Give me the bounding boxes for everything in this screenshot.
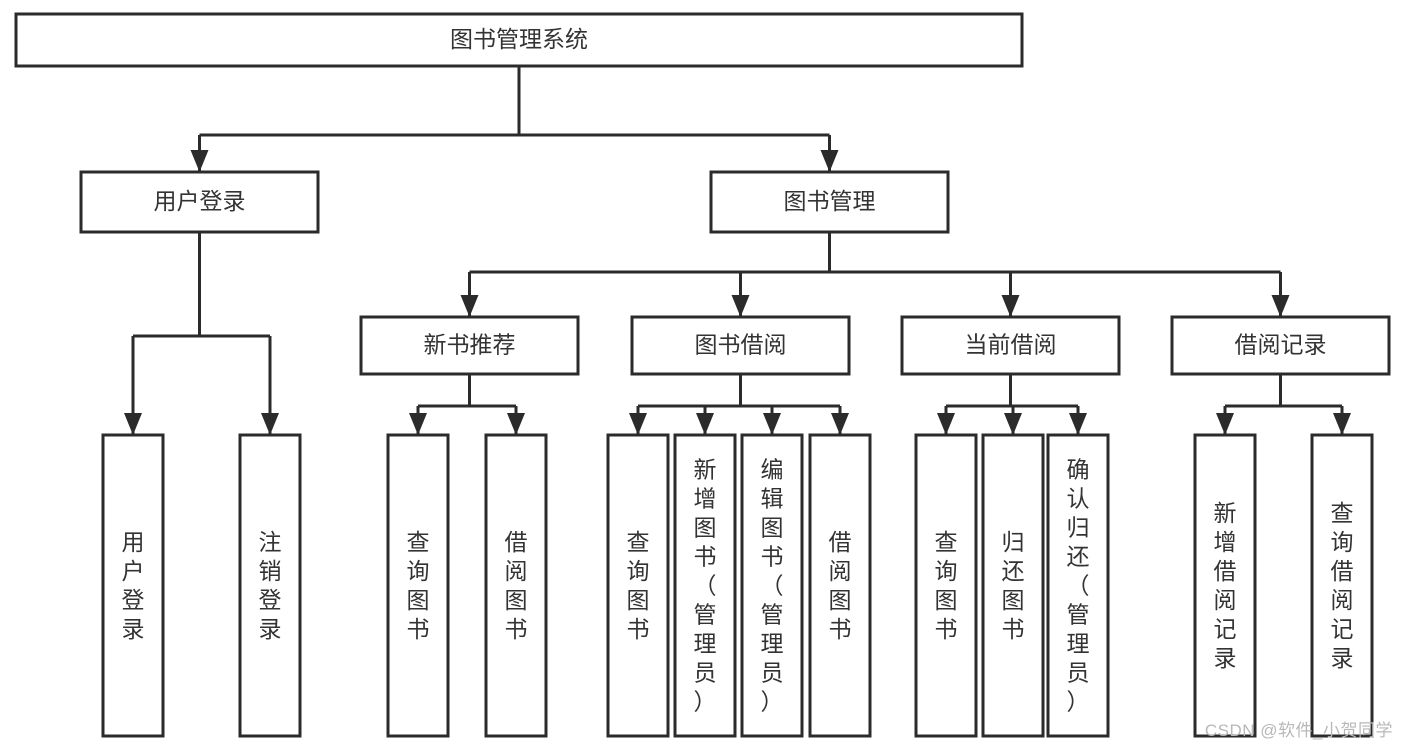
- node-label-lf-3: 借阅图书: [505, 529, 528, 642]
- node-label-l1-0: 用户登录: [154, 188, 246, 214]
- arrow-head-icon-lf-1: [261, 413, 279, 435]
- node-box-lf-11: [1193, 433, 1257, 738]
- node-lf-12[interactable]: 查询借阅记录: [1310, 433, 1374, 738]
- node-box-lf-7: [808, 433, 872, 738]
- arrow-head-icon-lf-3: [507, 413, 525, 435]
- node-root[interactable]: 图书管理系统: [14, 12, 1024, 68]
- arrow-head-icon-lf-7: [831, 413, 849, 435]
- connectors-layer: [124, 66, 1351, 435]
- node-box-lf-12: [1310, 433, 1374, 738]
- arrow-head-icon-l2-0: [460, 295, 479, 317]
- node-label-root: 图书管理系统: [450, 26, 588, 52]
- csdn-watermark: CSDN @软件_小贺同学: [1204, 721, 1393, 740]
- node-lf-9[interactable]: 归还图书: [981, 433, 1045, 738]
- node-label-l2-1: 图书借阅: [695, 332, 787, 358]
- node-box-l1-1: [709, 170, 950, 234]
- node-box-lf-2: [386, 433, 450, 738]
- node-label-lf-9: 归还图书: [1002, 529, 1025, 642]
- node-lf-1[interactable]: 注销登录: [238, 433, 302, 738]
- node-lf-10[interactable]: 确认归还（管理员）: [1046, 433, 1110, 738]
- node-l2-3[interactable]: 借阅记录: [1170, 315, 1391, 376]
- node-box-lf-1: [238, 433, 302, 738]
- node-label-lf-2: 查询图书: [407, 529, 430, 642]
- node-lf-8[interactable]: 查询图书: [914, 433, 978, 738]
- node-box-lf-6: [740, 433, 804, 738]
- arrow-head-icon-l2-3: [1271, 295, 1290, 317]
- node-lf-6[interactable]: 编辑图书（管理员）: [740, 433, 804, 738]
- node-label-lf-6: 编辑图书（管理员）: [761, 457, 784, 715]
- arrow-head-icon-lf-6: [763, 413, 781, 435]
- node-label-lf-12: 查询借阅记录: [1331, 500, 1354, 671]
- node-box-lf-8: [914, 433, 978, 738]
- node-lf-5[interactable]: 新增图书（管理员）: [673, 433, 737, 738]
- node-box-l1-0: [79, 170, 320, 234]
- node-label-lf-5: 新增图书（管理员）: [694, 457, 717, 715]
- arrow-head-icon-lf-5: [696, 413, 714, 435]
- nodes-layer: 图书管理系统用户登录图书管理新书推荐图书借阅当前借阅借阅记录用户登录注销登录查询…: [14, 12, 1391, 738]
- node-box-lf-4: [606, 433, 670, 738]
- node-label-l2-3: 借阅记录: [1235, 332, 1327, 358]
- node-label-lf-4: 查询图书: [627, 529, 650, 642]
- arrow-head-icon-lf-4: [629, 413, 647, 435]
- arrow-head-icon-lf-0: [124, 413, 142, 435]
- node-box-lf-9: [981, 433, 1045, 738]
- arrow-head-icon-lf-8: [937, 413, 955, 435]
- arrow-head-icon-lf-10: [1069, 413, 1087, 435]
- arrow-head-icon-lf-2: [409, 413, 427, 435]
- node-l2-2[interactable]: 当前借阅: [900, 315, 1121, 376]
- node-label-l2-2: 当前借阅: [965, 332, 1057, 358]
- node-box-lf-3: [484, 433, 548, 738]
- node-label-l1-1: 图书管理: [784, 188, 876, 214]
- node-box-l2-2: [900, 315, 1121, 376]
- arrow-head-icon-lf-12: [1333, 413, 1351, 435]
- node-l1-1[interactable]: 图书管理: [709, 170, 950, 234]
- node-box-lf-5: [673, 433, 737, 738]
- arrow-head-icon-lf-11: [1216, 413, 1234, 435]
- node-box-root: [14, 12, 1024, 68]
- node-lf-2[interactable]: 查询图书: [386, 433, 450, 738]
- node-label-lf-11: 新增借阅记录: [1214, 500, 1237, 671]
- node-label-lf-1: 注销登录: [259, 529, 282, 642]
- node-l2-1[interactable]: 图书借阅: [630, 315, 851, 376]
- node-box-l2-3: [1170, 315, 1391, 376]
- arrow-head-icon-l2-1: [731, 295, 750, 317]
- arrow-head-icon-l2-2: [1001, 295, 1020, 317]
- node-lf-7[interactable]: 借阅图书: [808, 433, 872, 738]
- node-box-l2-1: [630, 315, 851, 376]
- node-box-lf-0: [101, 433, 165, 738]
- node-lf-11[interactable]: 新增借阅记录: [1193, 433, 1257, 738]
- node-box-lf-10: [1046, 433, 1110, 738]
- node-lf-3[interactable]: 借阅图书: [484, 433, 548, 738]
- node-label-lf-10: 确认归还（管理员）: [1067, 457, 1090, 715]
- node-lf-0[interactable]: 用户登录: [101, 433, 165, 738]
- node-label-l2-0: 新书推荐: [424, 332, 516, 358]
- node-lf-4[interactable]: 查询图书: [606, 433, 670, 738]
- node-box-l2-0: [359, 315, 580, 376]
- node-label-lf-7: 借阅图书: [829, 529, 852, 642]
- node-label-lf-0: 用户登录: [122, 529, 145, 642]
- node-label-lf-8: 查询图书: [935, 529, 958, 642]
- node-l1-0[interactable]: 用户登录: [79, 170, 320, 234]
- arrow-head-icon-l1-1: [820, 150, 839, 172]
- arrow-head-icon-l1-0: [190, 150, 209, 172]
- arrow-head-icon-lf-9: [1004, 413, 1022, 435]
- node-l2-0[interactable]: 新书推荐: [359, 315, 580, 376]
